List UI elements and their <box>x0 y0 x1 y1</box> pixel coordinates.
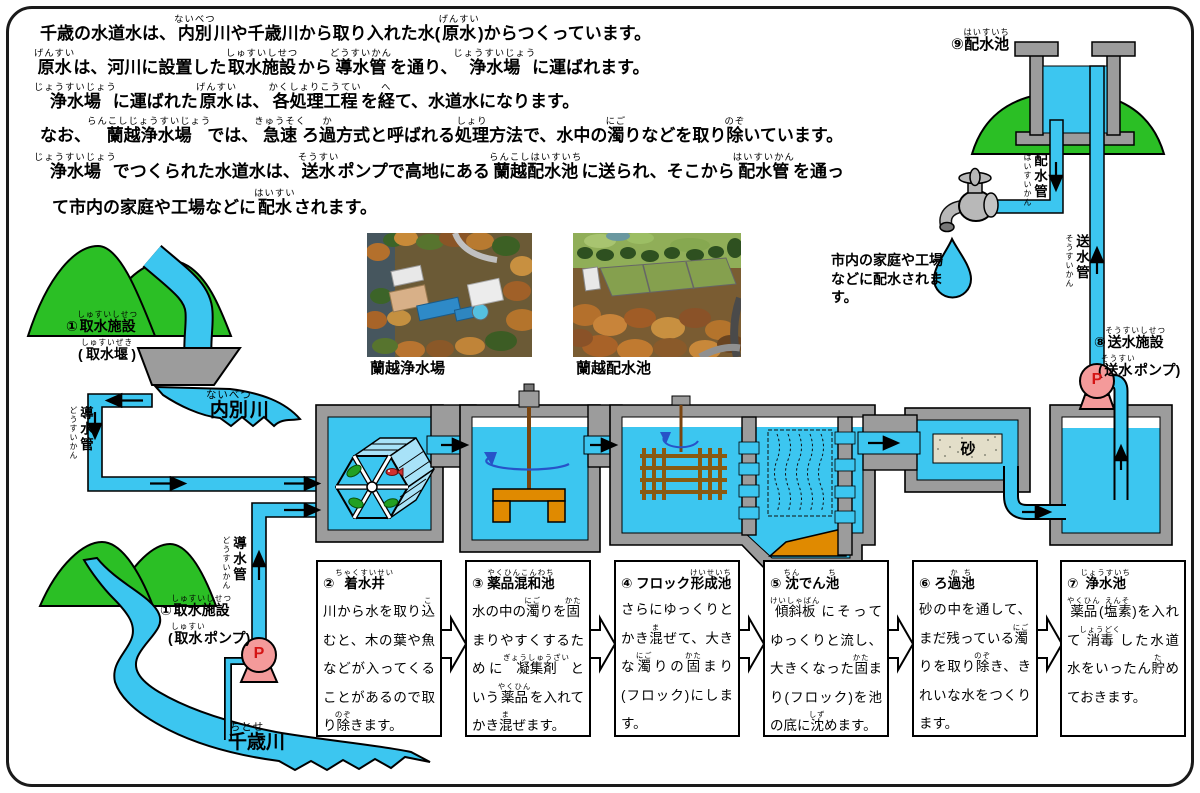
flow-arrows <box>87 162 1129 580</box>
baffle-wall-2 <box>834 416 856 556</box>
process-box-body: 傾斜板けいしゃばんにそってゆっくりと流し、大きくなった固かたまり(フロック)を池… <box>770 596 883 733</box>
floc-lattice <box>640 448 727 500</box>
process-box-floc-keiseichi: ④ フロック形成池けいせいち さらにゆっくりとかき混まぜて、大きな濁にごりの固か… <box>614 560 740 737</box>
pump-letter-sending: P <box>1091 371 1103 388</box>
label-conduit-lower-ruby: どうすいかん <box>222 536 231 590</box>
sand-layer <box>932 433 1003 464</box>
pump-letter-intake: P <box>253 645 265 662</box>
label-intake-pump-line2: (取水しゅすいポンプ) <box>168 622 251 646</box>
process-box-rokachi: ⑥ ろ過か池ち 砂の中を通して、まだ残っている濁にごりを取り除のぞき、きれいな水… <box>912 560 1038 737</box>
sand-layer-label: 砂 <box>960 441 976 458</box>
label-sousuikan-ruby: そうすいかん <box>1065 234 1074 288</box>
intro-line-1: 千歳の水道水は、内別ないべつ川や千歳川から取り入れた水(原水げんすい)からつくっ… <box>40 14 652 43</box>
process-box-chindenchi: ⑤ 沈ちんでん池ち 傾斜板けいしゃばんにそってゆっくりと流し、大きくなった固かた… <box>763 560 889 737</box>
process-arrows <box>440 614 1064 674</box>
process-box-body: 水の中の濁にごりを固かたまりやすくするために凝集剤ぎょうしゅうざいという薬品やく… <box>472 596 584 733</box>
photo-caption-reservoir: 蘭越配水池 <box>576 360 652 377</box>
aerial-photo-purification-plant <box>367 233 532 357</box>
label-sousuikan: そうすいかん 送水管 <box>1064 234 1089 288</box>
label-sending-facility: ⑧送水施設そうすいしせつ (送水そうすいポンプ) <box>1094 326 1180 382</box>
label-intake-pump: ①取水施設しゅすいしせつ (取水しゅすいポンプ) <box>160 594 250 650</box>
label-intake-weir-line1: ①取水施設しゅすいしせつ <box>66 310 139 334</box>
process-box-body: さらにゆっくりとかき混まぜて、大きな濁にごりの固かたまり(フロック)にします。 <box>621 602 733 731</box>
fish-icon <box>385 467 404 477</box>
distribution-reservoir-tank <box>1014 41 1136 146</box>
process-box-title: ③ 薬品混和池やくひんこんわち <box>472 568 555 591</box>
drum-screen <box>335 437 435 520</box>
process-box-body: 川から水を取り込こむと、木の葉や魚などが入ってくることがあるので取り除のぞきます… <box>323 596 435 733</box>
label-conduit-lower-main: 導水管 <box>231 536 246 583</box>
process-box-title: ⑤ 沈ちんでん池ち <box>770 568 840 591</box>
city-distribution-note: 市内の家庭や工場 などに配水されま す。 <box>831 252 943 305</box>
label-chitose-river: 千歳ちとせ川 <box>228 722 286 753</box>
label-intake-pump-line1: ①取水施設しゅすいしせつ <box>160 594 233 618</box>
process-box-title: ④ フロック形成池けいせいち <box>621 568 732 591</box>
intro-line-3: 浄水場じょうすいじょうに運ばれた原水げんすいは、各処理工程かくしょりこうていを経… <box>34 82 580 111</box>
label-sending-line1: ⑧送水施設そうすいしせつ <box>1094 326 1167 350</box>
process-box-title: ⑥ ろ過か池ち <box>919 568 975 591</box>
label-conduit-upper-ruby: どうすいかん <box>69 406 78 460</box>
basin-floc-sedimentation <box>609 395 876 573</box>
label-haisuichi: ⑨配水池はいすいち <box>951 28 1010 53</box>
naibetsu-river <box>142 244 302 428</box>
intro-line-5: 浄水場じょうすいじょうでつくられた水道水は、送水そうすいポンプで高地にある蘭越配… <box>34 152 844 181</box>
label-sousuikan-main: 送水管 <box>1074 234 1089 281</box>
tank-josuichi <box>1049 404 1173 546</box>
label-naibetsu-river: 内別ないべつ川 <box>206 390 269 421</box>
intake-suction-pipe <box>224 657 246 740</box>
aerial-photo-distribution-reservoir <box>573 233 741 357</box>
label-intake-weir: ①取水施設しゅすいしせつ (取水堰しゅすいぜき) <box>66 310 138 366</box>
intake-weir <box>136 347 242 386</box>
label-conduit-upper-main: 導水管 <box>78 406 93 453</box>
sending-pump <box>1078 363 1116 410</box>
intro-line-4: なお、蘭越浄水場らんこしじょうすいじょうでは、急速きゅうそくろ過か方式と呼ばれる… <box>40 116 844 145</box>
process-box-body: 砂の中を通して、まだ残っている濁にごりを取り除のぞき、きれいな水をつくります。 <box>919 602 1031 731</box>
intake-pump <box>239 637 279 683</box>
process-box-title: ② 着水井ちゃくすいせい <box>323 568 395 591</box>
intro-line-2: 原水げんすいは、河川に設置した取水施設しゅすいしせつから導水管どうすいかんを通り… <box>34 48 650 77</box>
intro-line-6: て市内の家庭や工場などに配水はいすいされます。 <box>52 188 377 217</box>
inclined-plates <box>767 429 833 517</box>
chitose-river <box>82 556 431 772</box>
sousui-pipe <box>1089 65 1105 369</box>
process-box-josuichi: ⑦ 浄水池じょうすいち 薬品やくひん(塩素えんそ)を入れて消毒しょうどくした水道… <box>1060 560 1186 737</box>
baffle-wall-1 <box>738 416 760 536</box>
tank-yakuhin-konwachi <box>459 383 601 553</box>
water-drop-icon <box>932 236 973 299</box>
mixer-paddle <box>492 488 566 523</box>
process-box-chakusuisei: ② 着水井ちゃくすいせい 川から水を取り込こむと、木の葉や魚などが入ってくること… <box>316 560 442 737</box>
label-sending-line2: (送水そうすいポンプ) <box>1098 354 1181 378</box>
label-haisuikan-main: 配水管 <box>1032 153 1047 200</box>
photo-caption-plant: 蘭越浄水場 <box>370 360 446 377</box>
process-box-body: 薬品やくひん(塩素えんそ)を入れて消毒しょうどくした水道水をいったん貯ためておき… <box>1067 596 1180 705</box>
process-box-title: ⑦ 浄水池じょうすいち <box>1067 568 1131 591</box>
label-intake-weir-line2: (取水堰しゅすいぜき) <box>78 338 137 362</box>
label-conduit-lower: どうすいかん 導水管 <box>221 536 246 590</box>
faucet-icon <box>939 167 999 233</box>
label-haisuikan-ruby: はいすいかん <box>1023 153 1032 207</box>
label-haisuikan: はいすいかん 配水管 <box>1022 153 1047 207</box>
label-conduit-upper: どうすいかん 導水管 <box>68 406 93 460</box>
process-box-yakuhin-konwachi: ③ 薬品混和池やくひんこんわち 水の中の濁にごりを固かたまりやすくするために凝集… <box>465 560 591 737</box>
